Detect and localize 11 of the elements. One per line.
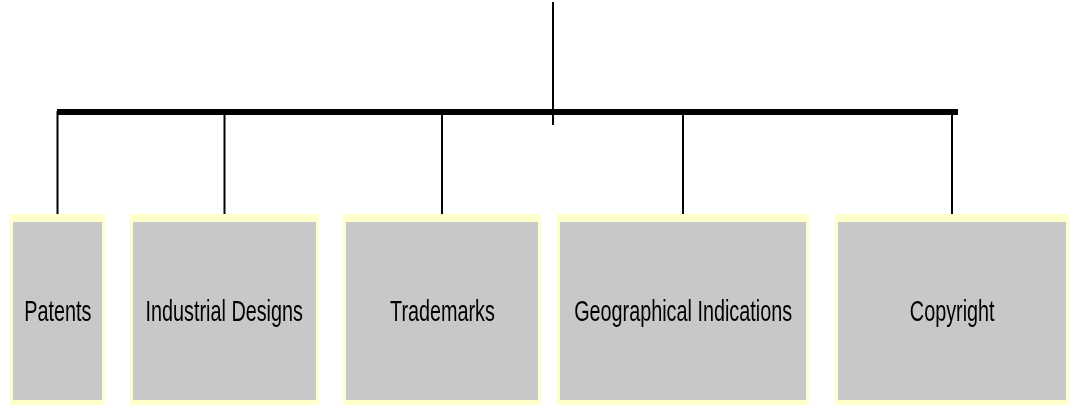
category-label: Copyright — [909, 294, 995, 328]
category-box — [343, 214, 541, 405]
category-label: Patents — [23, 294, 92, 328]
category-label: Geographical Indications — [574, 294, 792, 328]
category-box — [130, 214, 319, 405]
category-box — [10, 214, 105, 405]
category-label: Trademarks — [389, 294, 495, 328]
connector-line — [552, 1, 953, 215]
category-box — [835, 214, 1069, 405]
category-label: Industrial Designs — [145, 294, 304, 328]
category-box — [557, 214, 809, 405]
